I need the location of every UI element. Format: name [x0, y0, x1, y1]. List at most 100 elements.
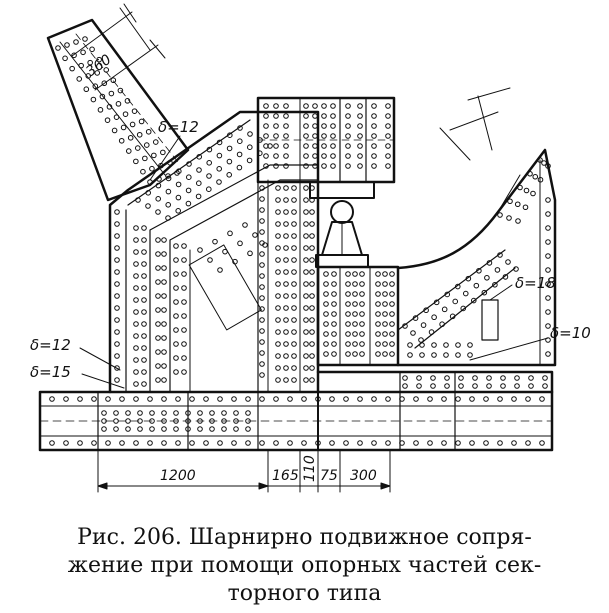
rivet-hole [455, 440, 461, 446]
rivet-hole [63, 396, 69, 402]
rivet-hole [92, 83, 99, 90]
rivet-hole [423, 307, 429, 314]
rivet-hole [352, 311, 358, 317]
rivet-hole [133, 225, 139, 231]
rivet-hole [113, 410, 119, 416]
rivet-hole [259, 396, 265, 402]
rivet-hole [402, 383, 408, 389]
rivet-hole [275, 317, 281, 323]
rivet-hole [345, 143, 351, 149]
dim-360-marker [71, 3, 166, 91]
rivet-hole [431, 352, 437, 358]
rivet-hole [542, 375, 548, 381]
rivet-hole [120, 124, 127, 131]
rivet-hole [275, 185, 281, 191]
rivet-hole [141, 345, 147, 351]
rivet-hole [195, 193, 202, 200]
rivet-hole [416, 383, 422, 389]
rivet-hole [303, 221, 309, 227]
rivet-hole [133, 309, 139, 315]
rivet-hole [321, 153, 327, 159]
rivet-hole [275, 209, 281, 215]
rivet-hole [465, 275, 472, 282]
rivet-hole [259, 207, 265, 213]
rivet-hole [443, 342, 449, 348]
rivet-hole [273, 133, 279, 139]
rivet-hole [141, 225, 147, 231]
rivet-hole [514, 375, 520, 381]
rivet-hole [385, 153, 391, 159]
rivet-hole [359, 341, 365, 347]
rivet-hole [331, 341, 337, 347]
rivet-holes [49, 36, 551, 446]
rivet-hole [497, 212, 503, 218]
rivet-hole [375, 351, 381, 357]
rivet-hole [259, 229, 265, 235]
rivet-hole [303, 233, 309, 239]
rivet-hole [323, 291, 329, 297]
rivet-hole [357, 133, 363, 139]
rivet-hole [203, 396, 209, 402]
rivet-hole [283, 143, 289, 149]
rivet-hole [419, 342, 425, 348]
rivet-hole [203, 440, 209, 446]
rivet-hole [186, 161, 192, 167]
rivet-hole [137, 410, 143, 416]
rivet-hole [83, 86, 90, 93]
rivet-hole [161, 410, 167, 416]
rivet-hole [511, 396, 517, 402]
rivet-hole [273, 440, 279, 446]
rivet-hole [321, 133, 327, 139]
rivet-hole [303, 317, 309, 323]
rivet-hole [309, 341, 315, 347]
rivet-hole [263, 123, 269, 129]
rivet-hole [303, 281, 309, 287]
rivet-hole [309, 365, 315, 371]
rivet-hole [117, 87, 124, 94]
rivet-hole [101, 426, 107, 432]
rivet-hole [155, 293, 161, 299]
rivet-hole [483, 440, 489, 446]
rivet-hole [309, 209, 315, 215]
rivet-hole [49, 396, 55, 402]
rivet-hole [275, 305, 281, 311]
rivet-hole [331, 321, 337, 327]
rivet-hole [330, 103, 336, 109]
rivet-hole [312, 163, 318, 169]
rivet-hole [174, 170, 180, 176]
rivet-hole [321, 163, 327, 169]
rivet-hole [133, 381, 139, 387]
rivet-hole [530, 190, 536, 197]
rivet-hole [507, 198, 513, 205]
rivet-hole [331, 291, 337, 297]
rivet-hole [303, 133, 309, 139]
rivet-hole [247, 250, 253, 257]
rivet-hole [287, 396, 293, 402]
rivet-hole [138, 118, 145, 125]
rivet-hole [427, 440, 433, 446]
rivet-hole [155, 196, 161, 202]
rivet-hole [275, 293, 281, 299]
rivet-hole [275, 197, 281, 203]
rivet-hole [263, 143, 269, 149]
rivet-hole [309, 305, 315, 311]
rivet-hole [161, 349, 167, 355]
rivet-hole [216, 166, 222, 172]
rivet-hole [371, 153, 377, 159]
rivet-hole [359, 271, 365, 277]
rivet-hole [259, 295, 265, 301]
rivet-hole [458, 375, 464, 381]
rivet-hole [145, 203, 151, 209]
rivet-hole [114, 329, 120, 335]
rivet-hole [371, 113, 377, 119]
rivet-hole [99, 93, 106, 100]
rivet-hole [303, 143, 309, 149]
rivet-hole [330, 123, 336, 129]
rivet-hole [287, 440, 293, 446]
rivet-hole [375, 341, 381, 347]
rivet-hole [312, 143, 318, 149]
rivet-hole [309, 281, 315, 287]
rivet-hole [385, 113, 391, 119]
rivet-hole [352, 271, 358, 277]
rivet-hole [527, 170, 533, 177]
